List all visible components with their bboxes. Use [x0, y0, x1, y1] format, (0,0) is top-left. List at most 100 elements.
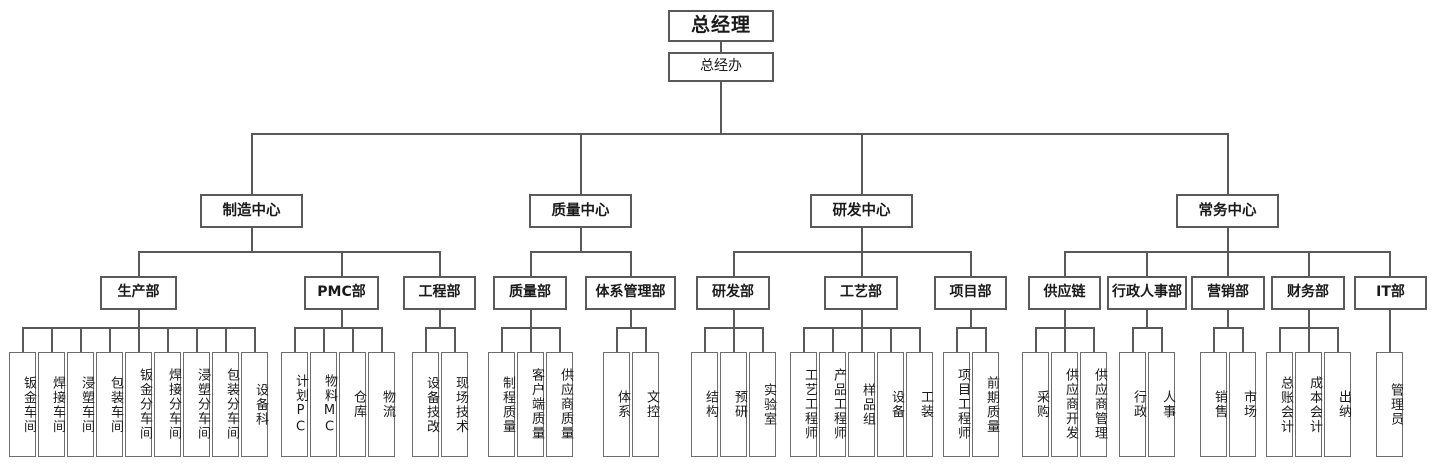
node-team-laboratory[interactable]: 实验室	[749, 352, 776, 457]
connector-team-drop	[985, 327, 987, 352]
node-team-equipment[interactable]: 设备	[877, 352, 904, 457]
bus-marketing-teams	[1213, 327, 1244, 329]
connector-supply-dept-down	[1064, 310, 1066, 328]
node-team-administration[interactable]: 行政	[1119, 352, 1146, 457]
node-team-document-control[interactable]: 文控	[632, 352, 659, 457]
node-label: 项目部	[949, 284, 992, 301]
node-team-sample-group[interactable]: 样品组	[848, 352, 875, 457]
node-team-logistics[interactable]: 物流	[368, 352, 395, 457]
node-team-equipment-improvement[interactable]: 设备技改	[412, 352, 439, 457]
node-label: 实验室	[761, 382, 776, 427]
node-team-structure[interactable]: 结构	[691, 352, 718, 457]
connector-team-drop	[1242, 327, 1244, 352]
node-team-purchasing[interactable]: 采购	[1022, 352, 1049, 457]
node-manufacturing-center[interactable]: 制造中心	[200, 194, 303, 228]
node-team-pre-research[interactable]: 预研	[720, 352, 747, 457]
connector-production-down	[138, 310, 140, 328]
connector-team-drop	[1279, 327, 1281, 352]
node-team-it-administrator[interactable]: 管理员	[1376, 352, 1403, 457]
node-label: 结构	[703, 390, 718, 419]
node-label: 生产部	[117, 284, 160, 301]
node-team-process-quality[interactable]: 制程质量	[488, 352, 515, 457]
node-label: 产品工程师	[831, 368, 846, 441]
node-admin-hr-dept[interactable]: 行政人事部	[1107, 276, 1187, 310]
node-label: 管理员	[1388, 382, 1403, 427]
connector-team-drop	[1093, 327, 1095, 352]
connector-team-drop	[425, 327, 427, 352]
node-executive-center[interactable]: 常务中心	[1176, 194, 1279, 228]
node-team-tooling[interactable]: 工装	[906, 352, 933, 457]
node-quality-dept[interactable]: 质量部	[493, 276, 567, 310]
node-team-dipping-workshop[interactable]: 浸塑车间	[67, 352, 94, 457]
node-finance-dept[interactable]: 财务部	[1271, 276, 1345, 310]
node-team-sales[interactable]: 销售	[1200, 352, 1227, 457]
node-label: 销售	[1212, 390, 1227, 419]
connector-team-drop	[225, 327, 227, 352]
node-team-packaging-workshop[interactable]: 包装车间	[96, 352, 123, 457]
node-team-welding-sub-workshop[interactable]: 焊接分车间	[154, 352, 181, 457]
connector-team-drop	[645, 327, 647, 352]
node-supply-chain-dept[interactable]: 供应链	[1028, 276, 1101, 310]
node-project-dept[interactable]: 项目部	[934, 276, 1007, 310]
node-process-dept[interactable]: 工艺部	[824, 276, 898, 310]
node-label: 供应商质量	[558, 368, 573, 441]
node-label: 焊接车间	[50, 375, 65, 434]
node-team-early-quality[interactable]: 前期质量	[972, 352, 999, 457]
connector-team-drop	[530, 327, 532, 352]
node-pmc-dept[interactable]: PMC部	[304, 276, 379, 310]
node-label: 成本会计	[1307, 375, 1322, 434]
node-label: 营销部	[1207, 284, 1249, 301]
node-rnd-center[interactable]: 研发中心	[810, 194, 913, 228]
node-quality-center[interactable]: 质量中心	[529, 194, 632, 228]
node-team-equipment-section[interactable]: 设备科	[241, 352, 268, 457]
node-marketing-dept[interactable]: 营销部	[1191, 276, 1265, 310]
node-team-process-engineer[interactable]: 工艺工程师	[790, 352, 817, 457]
node-team-material-mc[interactable]: 物料MC	[310, 352, 337, 457]
node-team-supplier-development[interactable]: 供应商开发	[1051, 352, 1078, 457]
node-team-packaging-sub-workshop[interactable]: 包装分车间	[212, 352, 239, 457]
node-team-warehouse[interactable]: 仓库	[339, 352, 366, 457]
node-team-cashier[interactable]: 出纳	[1324, 352, 1351, 457]
node-team-dipping-sub-workshop[interactable]: 浸塑分车间	[183, 352, 210, 457]
connector-team-drop	[1161, 327, 1163, 352]
node-team-human-resources[interactable]: 人事	[1148, 352, 1175, 457]
node-team-project-engineer[interactable]: 项目工程师	[943, 352, 970, 457]
connector-engineering-down	[439, 310, 441, 328]
node-team-planning-pc[interactable]: 计划PC	[281, 352, 308, 457]
node-team-field-technology[interactable]: 现场技术	[441, 352, 468, 457]
node-team-system[interactable]: 体系	[603, 352, 630, 457]
connector-team-drop	[890, 327, 892, 352]
connector-team-drop	[1035, 327, 1037, 352]
node-gm-office[interactable]: 总经办	[668, 52, 774, 82]
connector-exec-to-marketing	[1227, 251, 1229, 276]
node-team-supplier-management[interactable]: 供应商管理	[1080, 352, 1107, 457]
node-it-dept[interactable]: IT部	[1354, 276, 1427, 310]
node-team-supplier-quality[interactable]: 供应商质量	[546, 352, 573, 457]
connector-mfg-to-production	[138, 251, 140, 276]
node-team-general-ledger-accountant[interactable]: 总账会计	[1266, 352, 1293, 457]
node-team-customer-quality[interactable]: 客户端质量	[517, 352, 544, 457]
node-rnd-dept[interactable]: 研发部	[696, 276, 770, 310]
connector-root-to-office	[720, 42, 722, 52]
node-label: 钣金分车间	[137, 368, 152, 441]
node-team-sheet-metal-workshop[interactable]: 钣金车间	[9, 352, 36, 457]
node-team-sheet-metal-sub-workshop[interactable]: 钣金分车间	[125, 352, 152, 457]
node-team-cost-accountant[interactable]: 成本会计	[1295, 352, 1322, 457]
connector-team-drop	[733, 327, 735, 352]
node-system-mgmt-dept[interactable]: 体系管理部	[585, 276, 676, 310]
node-general-manager[interactable]: 总经理	[668, 10, 774, 42]
node-label: 浸塑分车间	[195, 368, 210, 441]
node-label: 前期质量	[984, 375, 999, 434]
connector-finance-dept-down	[1308, 310, 1310, 328]
node-label: 市场	[1241, 390, 1256, 419]
node-team-welding-workshop[interactable]: 焊接车间	[38, 352, 65, 457]
connector-exec-to-supply	[1064, 251, 1066, 276]
node-engineering-dept[interactable]: 工程部	[403, 276, 476, 310]
connector-mfg-to-pmc	[341, 251, 343, 276]
connector-team-drop	[323, 327, 325, 352]
connector-team-drop	[762, 327, 764, 352]
node-team-market[interactable]: 市场	[1229, 352, 1256, 457]
connector-rnd-to-project	[970, 251, 972, 276]
node-production-dept[interactable]: 生产部	[100, 276, 177, 310]
node-team-product-engineer[interactable]: 产品工程师	[819, 352, 846, 457]
